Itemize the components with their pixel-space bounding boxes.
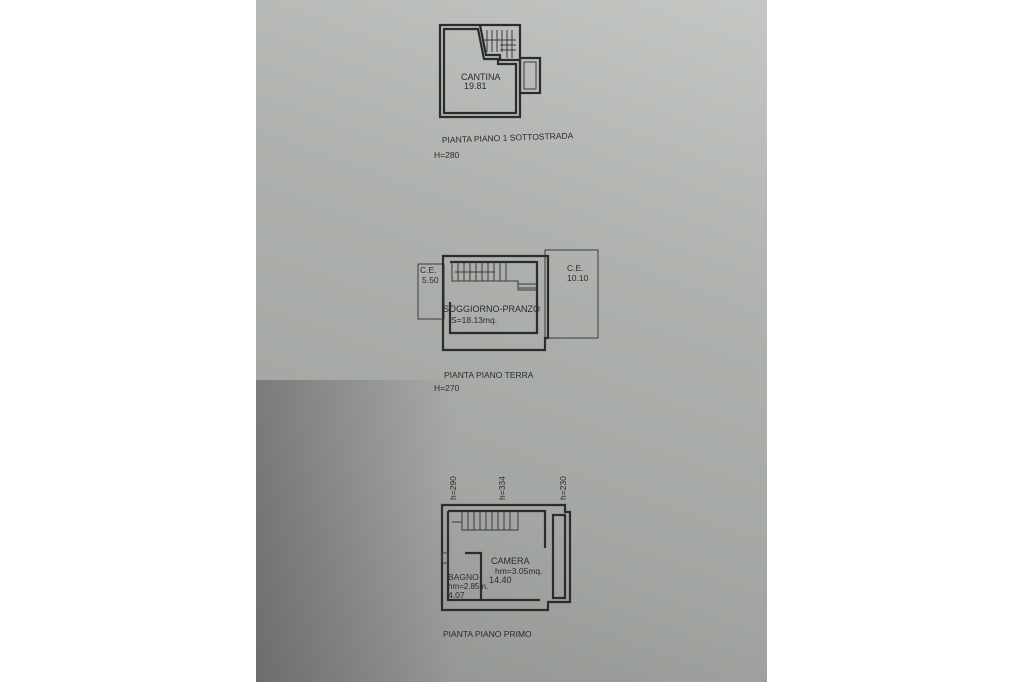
room-area: 14.40 [489, 575, 512, 585]
room-area: 5.50 [422, 275, 439, 285]
plan-title: PIANTA PIANO 1 SOTTOSTRADA [442, 130, 574, 145]
room-area: 4.07 [448, 590, 465, 600]
room-area: S=18.13mq. [451, 315, 497, 325]
stair-icon [484, 30, 516, 58]
room-area: 10.10 [567, 273, 589, 283]
stair-icon [451, 262, 537, 291]
room-name: SOGGIORNO-PRANZO [443, 304, 540, 314]
room-area: 19.81 [464, 81, 487, 91]
plan-basement: CANTINA 19.81 PIANTA PIANO 1 SOTTOSTRADA… [434, 23, 574, 160]
room-name: CANTINA [461, 72, 501, 82]
room-name: C.E. [567, 263, 584, 273]
plan-title: PIANTA PIANO TERRA [444, 370, 534, 380]
shadow [256, 380, 456, 682]
room-name: C.E. [420, 265, 437, 275]
room-hm: hm=2.85m. [448, 582, 488, 591]
plan-height: H=280 [434, 150, 460, 160]
room-name: CAMERA [491, 556, 530, 566]
plan-height: H=270 [434, 383, 460, 393]
plan-first-floor: h=290 h=334 h=230 CAMERA hm=3.05mq. 14.4… [440, 476, 572, 639]
plan-title: PIANTA PIANO PRIMO [443, 629, 532, 639]
room-name: BAGNO [448, 572, 479, 582]
stair-icon [452, 511, 519, 531]
height-label: h=290 [448, 476, 458, 500]
room-hm: hm=3.05mq. [495, 566, 543, 576]
height-label: h=230 [558, 476, 568, 500]
height-label: h=334 [497, 476, 507, 500]
plan-ground-floor: C.E. 5.50 C.E. 10.10 SOGGIORNO-PRANZO S=… [417, 249, 599, 393]
